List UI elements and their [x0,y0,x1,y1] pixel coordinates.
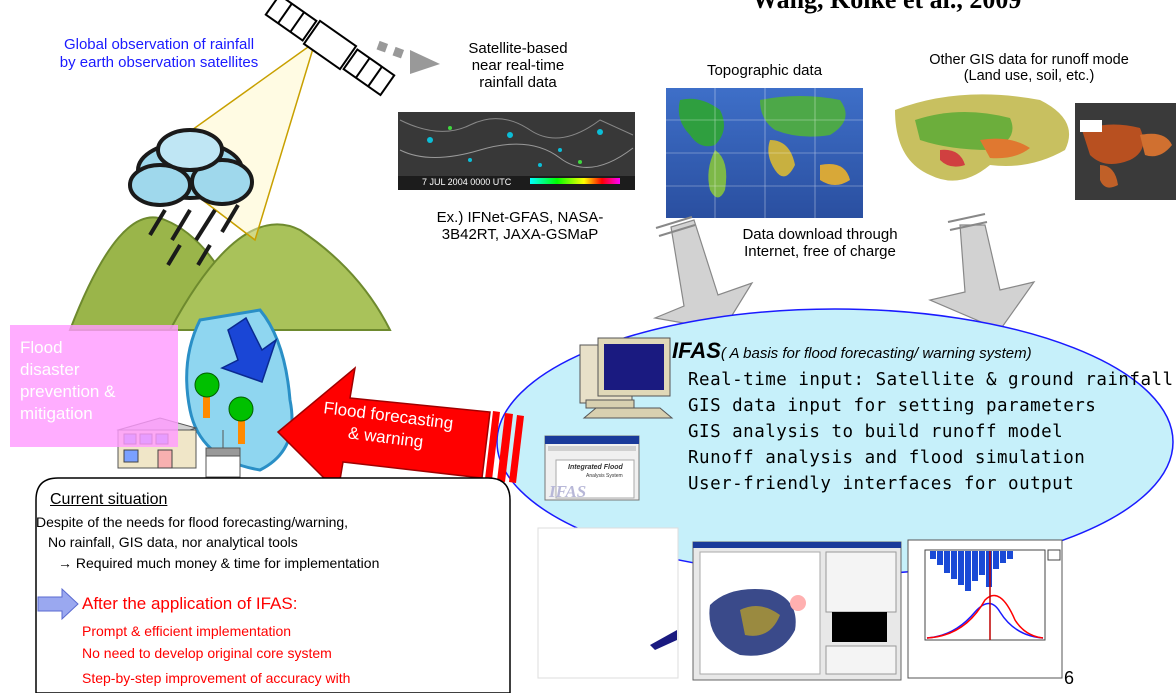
after-ifas-item: No need to develop original core system [82,645,332,661]
ifas-screenshot-title: Integrated Flood [568,464,623,471]
current-situation-line: Despite of the needs for flood forecasti… [36,514,349,530]
transmission-arrow [376,40,440,74]
after-ifas-heading: After the application of IFAS: [82,594,298,613]
soil-map-image [1075,103,1176,200]
after-ifas-item: Step-by-step improvement of accuracy wit… [82,670,351,686]
gis-data-title: Other GIS data for runoff mode (Land use… [929,52,1129,84]
ifas-heading: IFAS( A basis for flood forecasting/ war… [672,338,1032,364]
author-citation: Wang, Koike et al., 2009 [752,0,1021,15]
after-arrow-icon [37,587,79,621]
rainfall-map-timestamp: 7 JUL 2004 0000 UTC [422,177,512,187]
rainfall-data-examples: Ex.) IFNet-GFAS, NASA- 3B42RT, JAXA-GSMa… [436,209,604,243]
topographic-title: Topographic data [706,62,823,79]
ifas-subtitle: ( A basis for flood forecasting/ warning… [720,345,1032,362]
ifas-name: IFAS [672,338,721,363]
down-arrow [220,316,278,383]
ifas-feature: Runoff analysis and flood simulation [688,448,1086,468]
satellite-caption: Global observation of rainfall by earth … [59,36,259,71]
flood-disaster-label: Flood disaster prevention & mitigation [20,338,116,423]
current-situation-line: No rainfall, GIS data, nor analytical to… [48,534,298,550]
download-arrow-left [652,216,754,331]
rain-cloud-icon [128,128,254,267]
topographic-map-image [666,88,863,218]
building-icon [205,430,241,478]
hill-right [168,223,392,331]
flood-warning-arrow [276,366,524,494]
flood-disaster-box [10,325,178,447]
download-caption: Data download through Internet, free of … [742,226,898,260]
rainfall-map-image [398,112,635,190]
satellite-icon [264,0,396,97]
hydrograph-chart-image [907,539,1063,679]
page-number: 6 [1064,668,1075,688]
tree-icon [228,396,254,444]
current-situation-line: → Required much money & time for impleme… [58,555,380,571]
ifas-screenshot-subtitle: Analysis System [586,473,623,479]
ifas-feature: User-friendly interfaces for output [688,474,1075,494]
after-ifas-item: Prompt & efficient implementation [82,623,292,639]
ifas-screenshot-logo: IFAS [549,482,587,501]
landuse-map-image [895,94,1070,181]
ifas-screenshot-image [544,435,640,501]
rainfall-data-title: Satellite-based near real-time rainfall … [468,40,568,91]
ifas-feature: Real-time input: Satellite & ground rain… [688,370,1174,390]
computer-icon [579,337,674,419]
simulation-screenshot-image [692,541,902,681]
ifas-feature: GIS analysis to build runoff model [688,422,1064,442]
download-arrow-right [928,213,1036,331]
current-situation-heading: Current situation [50,491,168,508]
blank-panel-image [537,527,679,679]
ifas-feature-list: Real-time input: Satellite & ground rain… [688,370,1174,500]
current-situation-box [35,477,511,693]
ifas-feature: GIS data input for setting parameters [688,396,1097,416]
tree-icon [194,372,220,418]
